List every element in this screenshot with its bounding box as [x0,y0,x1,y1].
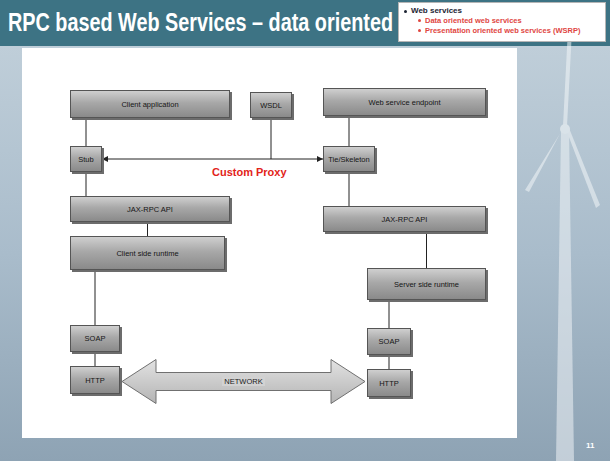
connector-line [147,222,148,236]
slide-title: RPC based Web Services – data oriented [8,7,393,37]
diagram-panel [22,48,517,438]
network-arrow [122,360,365,404]
bullet-dot [418,29,421,32]
box-text-group: Client application [121,100,178,109]
box-label: HTTP [85,376,105,385]
box-label: Client side runtime [116,249,178,258]
box-text-group: JAX-RPC API [382,215,428,224]
connector-line [86,172,87,196]
title-band [0,0,610,46]
box-label: Tie/Skeleton [328,155,369,164]
box-label: SOAP [85,334,106,343]
box-text-group: HTTP [379,379,399,388]
box-text-group: Tie/Skeleton [328,155,369,164]
layer-box: JAX-RPC API [323,206,486,232]
box-label: Client application [121,100,178,109]
bullet-text: Data oriented web services [425,16,522,26]
box-label: WSDL [260,101,282,110]
wsdl-link-line [271,118,272,159]
wsdl-box: WSDL [250,92,292,118]
box-label: HTTP [379,379,399,388]
slide-number: 11 [586,441,594,451]
bullet-row: Web services [404,6,600,16]
box-text-group: HTTP [85,376,105,385]
bullet-text: Web services [411,6,462,16]
edge-label: NETWORK [222,377,264,386]
box-label: Stub [78,155,93,164]
box-label: Web service endpoint [369,98,441,107]
connector-line [95,270,96,325]
box-label: SOAP [379,337,400,346]
connector-line [102,159,323,160]
layer-box: Client side runtime [70,236,225,270]
topic-outline-box: Web servicesData oriented web servicesPr… [398,2,606,42]
connector-line [349,172,350,206]
wind-turbine [525,28,600,461]
bullet-dot [418,19,421,22]
box-text-group: Web service endpoint [369,98,441,107]
protocol-box: HTTP [367,369,411,397]
bullet-dot [404,10,407,13]
connector-line [389,355,390,369]
connector-line [86,118,87,146]
box-label: JAX-RPC API [127,205,173,214]
box-text-group: Stub [78,155,93,164]
box-text-group: WSDL [260,101,282,110]
box-label: Server side runtime [394,280,459,289]
connector-line [389,300,390,328]
protocol-box: HTTP [70,366,120,394]
layer-box: Server side runtime [367,268,486,300]
skeleton-box: Tie/Skeleton [323,146,375,172]
box-text-group: Client side runtime [116,249,178,258]
bullet-row: Presentation oriented web services (WSRP… [404,26,600,36]
layer-box: Web service endpoint [323,88,486,116]
connector-line [95,352,96,366]
connector-line [426,232,427,268]
box-text-group: Server side runtime [394,280,459,289]
protocol-box: SOAP [70,325,120,352]
protocol-box: SOAP [367,328,411,355]
stub-box: Stub [70,146,102,172]
bullet-row: Data oriented web services [404,16,600,26]
layer-box: Client application [70,90,230,118]
box-text-group: SOAP [85,334,106,343]
layer-box: JAX-RPC API [70,196,230,222]
box-label: JAX-RPC API [382,215,428,224]
box-text-group: JAX-RPC API [127,205,173,214]
callout-text: Custom Proxy [212,166,287,179]
connector-line [349,116,350,146]
bullet-text: Presentation oriented web services (WSRP… [425,26,580,36]
box-text-group: SOAP [379,337,400,346]
